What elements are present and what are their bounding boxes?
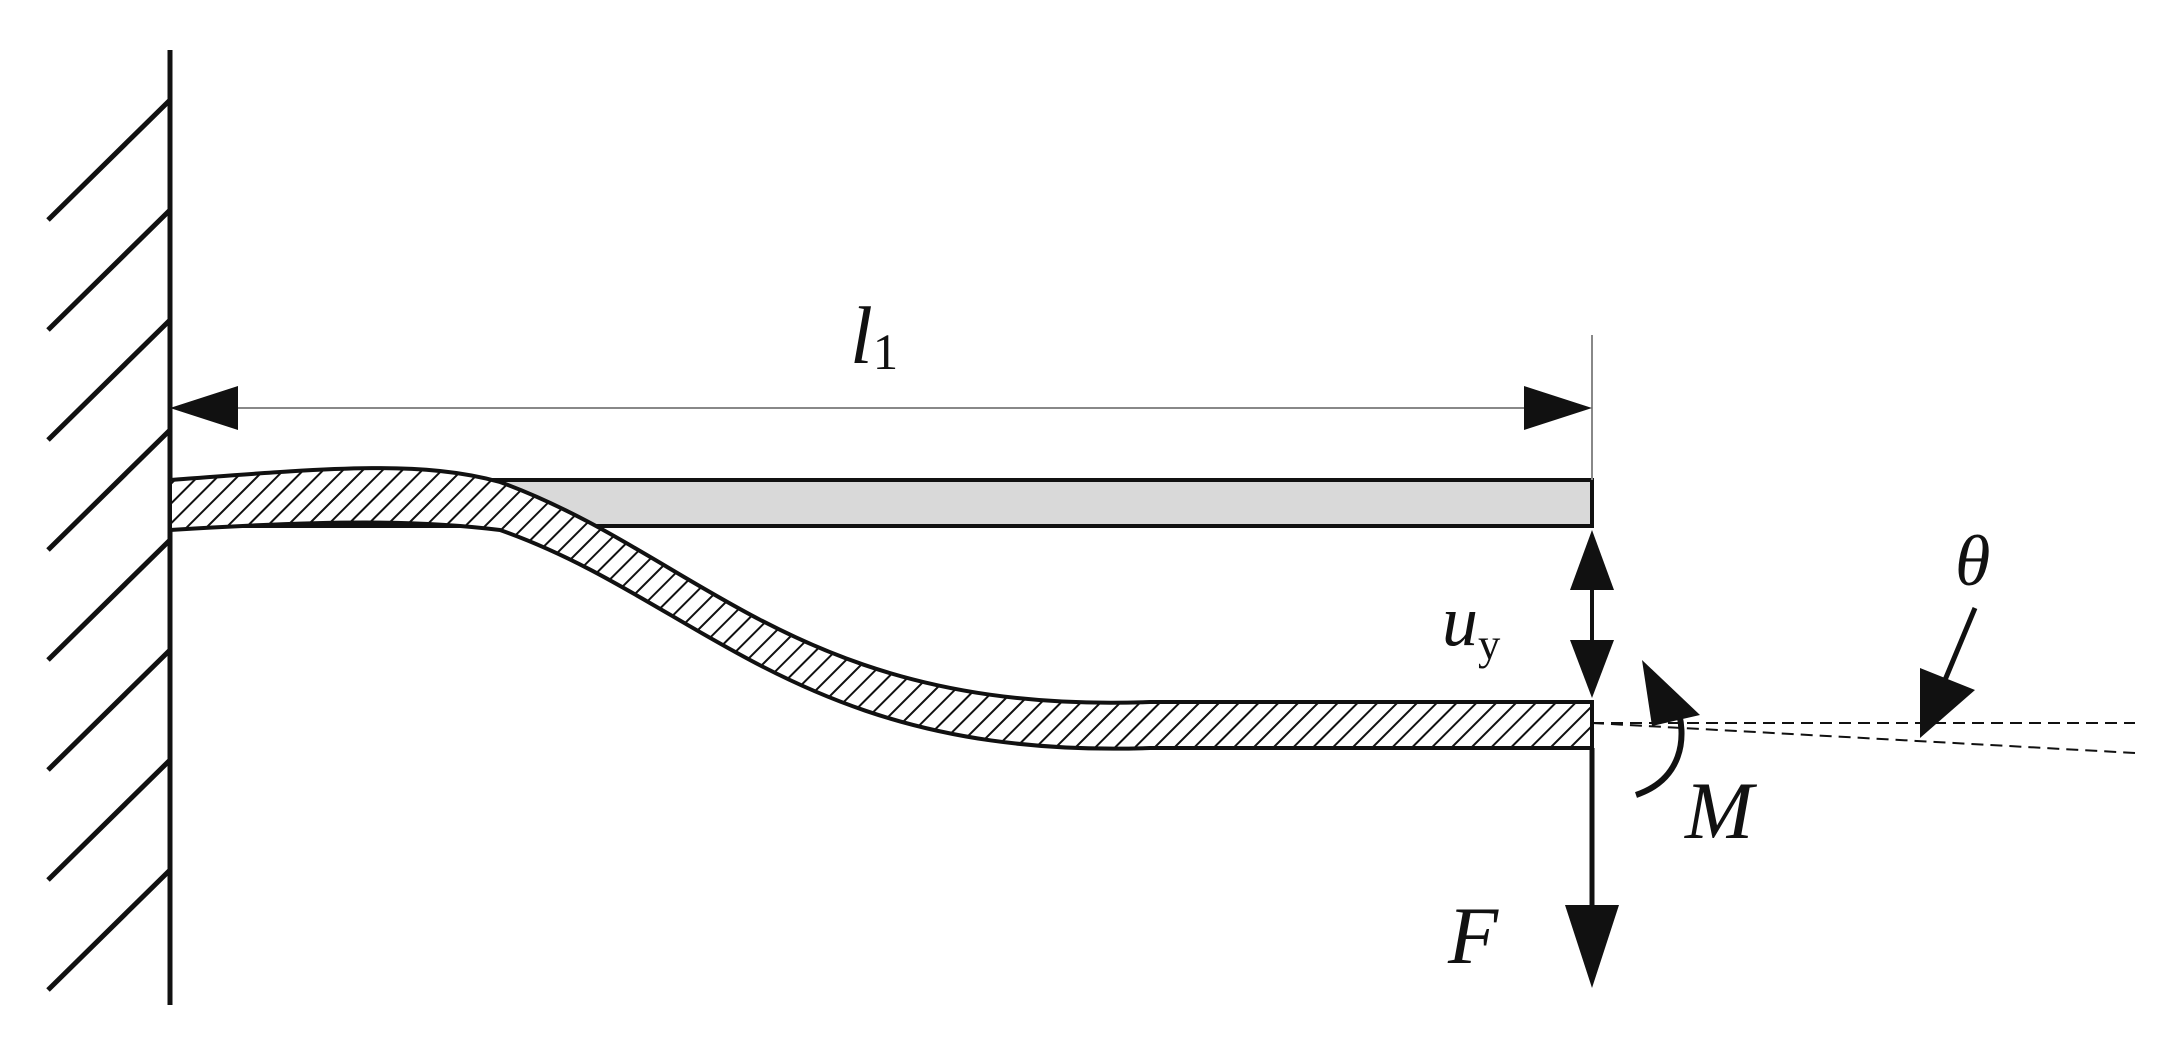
force-label: F xyxy=(1448,890,1499,981)
angle-pointer-shaft xyxy=(1942,607,1978,681)
length-dimension xyxy=(170,335,1593,480)
deflection-arrow-up xyxy=(1570,530,1614,590)
rotated-line xyxy=(1591,722,2136,754)
deflection-dimension xyxy=(1570,530,1614,698)
dimension-arrow-right xyxy=(1524,386,1592,430)
angle-label: θ xyxy=(1955,521,1991,601)
deflection-arrow-down xyxy=(1570,640,1614,698)
fixed-wall-support xyxy=(46,50,173,1005)
length-label: l1 xyxy=(850,290,899,381)
deflection-label: uy xyxy=(1442,581,1501,669)
wall-hatching xyxy=(46,98,172,992)
rotation-angle xyxy=(1591,607,2136,754)
force-arrow xyxy=(1565,748,1619,988)
dimension-arrow-left xyxy=(170,386,238,430)
moment-arrow xyxy=(1634,660,1700,798)
angle-pointer-head xyxy=(1920,668,1975,738)
moment-label: M xyxy=(1685,765,1754,856)
